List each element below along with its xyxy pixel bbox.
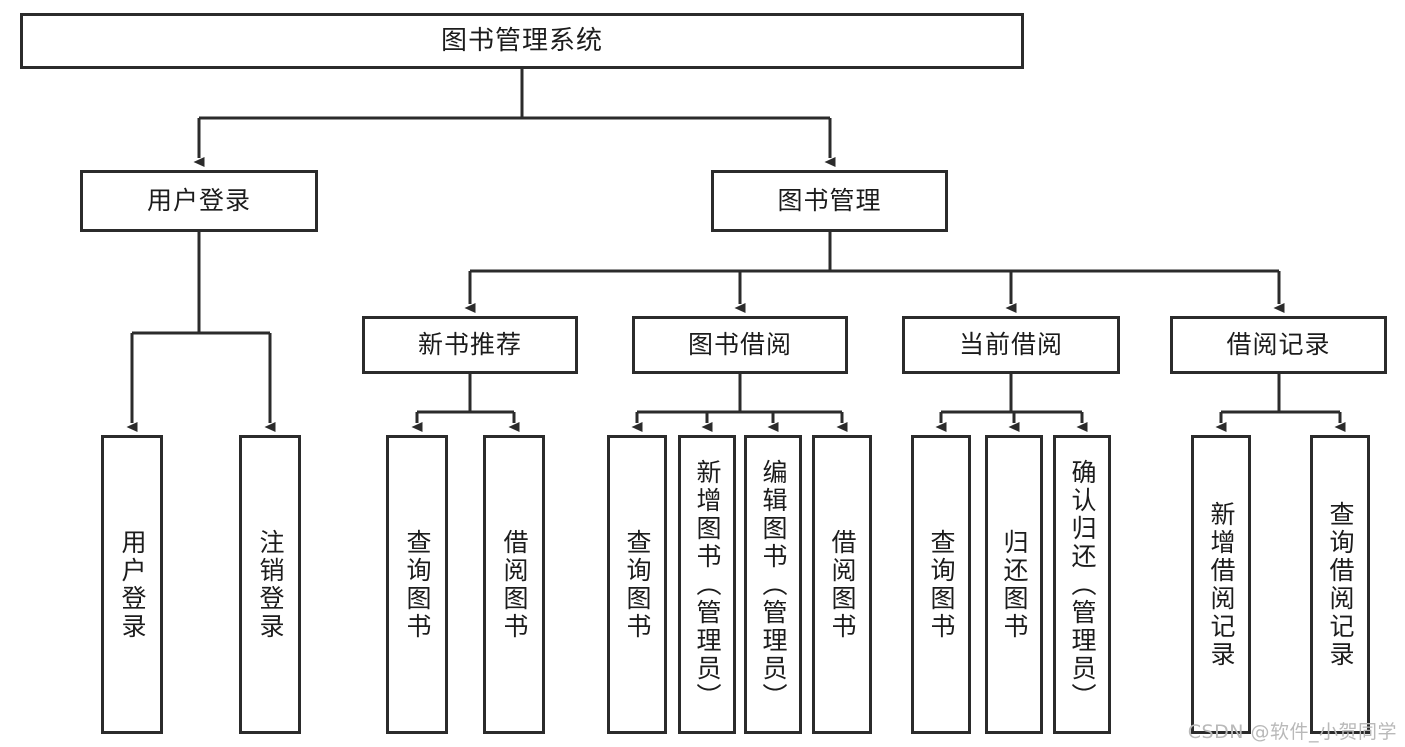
watermark: CSDN @软件_小贺同学 [1187, 721, 1397, 743]
node-new-book-recommend[interactable]: 新书推荐 [362, 316, 578, 374]
node-leaf-user-logout[interactable]: 注销登录 [239, 435, 301, 734]
node-leaf-borrow-book-1-label: 借阅图书 [500, 528, 529, 641]
node-leaf-confirm-return-admin-label: 确认归还（管理员） [1068, 458, 1097, 711]
node-user-login-label: 用户登录 [146, 186, 251, 216]
node-leaf-edit-book-admin[interactable]: 编辑图书（管理员） [744, 435, 802, 734]
node-leaf-user-login[interactable]: 用户登录 [101, 435, 163, 734]
node-leaf-user-logout-label: 注销登录 [256, 528, 285, 641]
node-current-borrow[interactable]: 当前借阅 [902, 316, 1120, 374]
node-leaf-borrow-book-2[interactable]: 借阅图书 [812, 435, 872, 734]
node-leaf-return-book[interactable]: 归还图书 [985, 435, 1043, 734]
node-leaf-add-book-admin[interactable]: 新增图书（管理员） [678, 435, 736, 734]
node-leaf-user-login-label: 用户登录 [118, 528, 147, 641]
node-leaf-query-book-3[interactable]: 查询图书 [911, 435, 971, 734]
node-root[interactable]: 图书管理系统 [20, 13, 1024, 69]
node-leaf-query-book-2-label: 查询图书 [623, 528, 652, 641]
node-book-manage-label: 图书管理 [777, 186, 882, 216]
node-leaf-add-borrow-record-label: 新增借阅记录 [1207, 500, 1236, 669]
node-leaf-confirm-return-admin[interactable]: 确认归还（管理员） [1053, 435, 1111, 734]
node-leaf-borrow-book-2-label: 借阅图书 [828, 528, 857, 641]
node-borrow-record-label: 借阅记录 [1226, 330, 1331, 360]
node-leaf-query-book-2[interactable]: 查询图书 [607, 435, 667, 734]
node-new-book-recommend-label: 新书推荐 [417, 330, 522, 360]
node-leaf-query-book-1[interactable]: 查询图书 [386, 435, 448, 734]
node-root-label: 图书管理系统 [440, 25, 603, 56]
node-leaf-return-book-label: 归还图书 [1000, 528, 1029, 641]
node-leaf-query-book-3-label: 查询图书 [927, 528, 956, 641]
node-current-borrow-label: 当前借阅 [958, 330, 1063, 360]
node-leaf-query-book-1-label: 查询图书 [403, 528, 432, 641]
node-leaf-add-book-admin-label: 新增图书（管理员） [693, 458, 722, 711]
node-borrow-record[interactable]: 借阅记录 [1170, 316, 1387, 374]
node-leaf-add-borrow-record[interactable]: 新增借阅记录 [1191, 435, 1251, 734]
node-leaf-query-borrow-record[interactable]: 查询借阅记录 [1310, 435, 1370, 734]
node-leaf-query-borrow-record-label: 查询借阅记录 [1326, 500, 1355, 669]
node-user-login[interactable]: 用户登录 [80, 170, 318, 232]
node-book-manage[interactable]: 图书管理 [711, 170, 948, 232]
node-book-borrow-label: 图书借阅 [687, 330, 792, 360]
node-leaf-edit-book-admin-label: 编辑图书（管理员） [759, 458, 788, 711]
node-leaf-borrow-book-1[interactable]: 借阅图书 [483, 435, 545, 734]
node-book-borrow[interactable]: 图书借阅 [632, 316, 848, 374]
